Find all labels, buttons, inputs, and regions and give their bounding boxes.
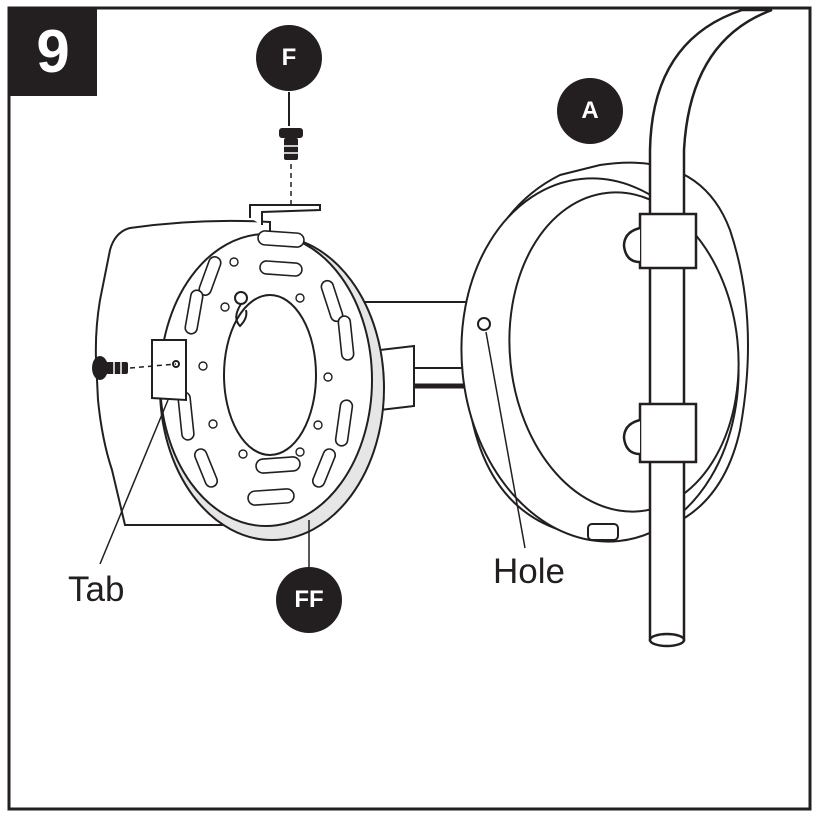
hole-label: Hole [493,552,565,591]
tab-label: Tab [68,570,125,609]
step-number: 9 [9,8,97,96]
side-screw [92,356,128,380]
fixture-arm [622,8,773,648]
callout-a: A [557,78,623,144]
hole-leader [485,331,526,549]
diagram-border [7,6,812,811]
bracket-plate [151,204,385,541]
callout-ff: FF [276,567,342,633]
callout-f: F [256,25,322,91]
side-screw-guide [129,363,177,369]
screw-f [279,128,303,160]
tab-leader [99,399,169,565]
